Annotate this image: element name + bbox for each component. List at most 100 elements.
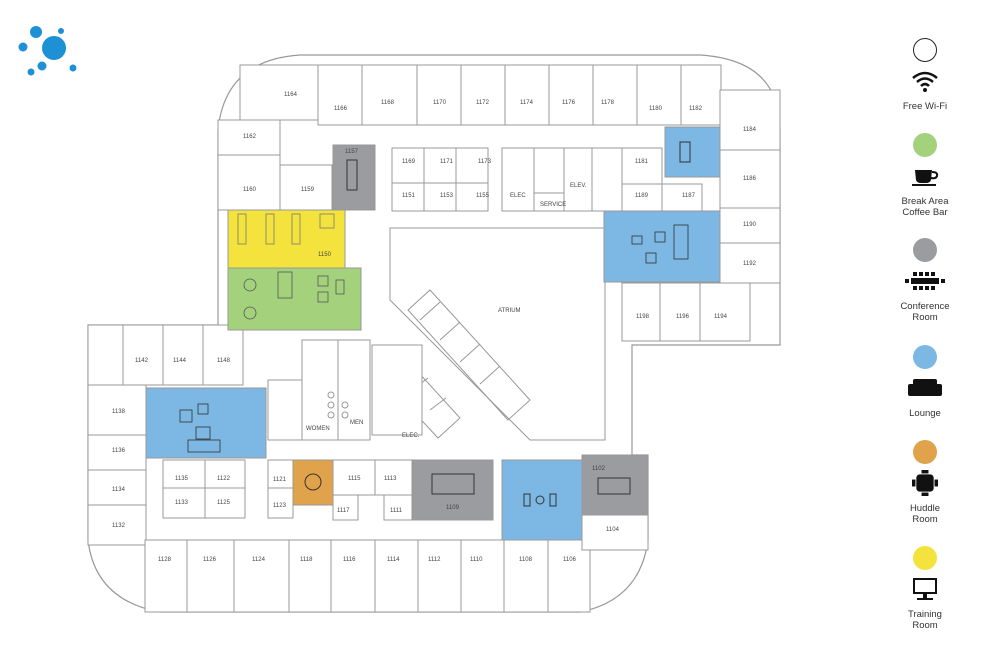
legend-conference-label-2: Room [912,312,938,323]
room-1157: 1157 [345,149,359,155]
room-1181: 1181 [635,159,649,165]
lounge-east [603,210,721,283]
legend-huddle: Huddle Room [880,440,970,525]
room-1182: 1182 [689,106,703,112]
legend-lounge: Lounge [880,345,970,419]
legend-conference: Conference Room [880,238,970,323]
room-1169: 1169 [402,159,416,165]
room-1106: 1106 [563,557,577,563]
room-1114: 1114 [387,557,400,563]
room-1123: 1123 [273,503,287,509]
elec-room-top: ELEC [510,193,526,199]
room-1160: 1160 [243,187,257,193]
training-room-1150 [227,209,346,269]
legend-wifi-label: Free Wi-Fi [902,101,948,112]
room-1126: 1126 [203,557,217,563]
room-1115: 1115 [348,476,361,482]
room-1153: 1153 [440,193,454,199]
womens-restroom: WOMEN [306,426,330,432]
room-1116: 1116 [343,557,356,563]
left-offices [87,324,413,546]
room-1166: 1166 [334,106,348,112]
break-area-swatch [913,133,937,157]
room-1135: 1135 [175,476,189,482]
room-1109: 1109 [446,505,460,511]
room-1159: 1159 [301,187,315,193]
huddle-room [292,459,334,506]
room-1173: 1173 [478,159,492,165]
room-1118: 1118 [300,557,313,563]
legend-wifi: Free Wi-Fi [880,38,970,112]
conference-swatch [913,238,937,262]
room-1178: 1178 [601,100,615,106]
elevator-label: ELEV. [570,183,587,189]
room-1138: 1138 [112,409,126,415]
lounge-south [501,459,583,541]
room-1113: 1113 [384,476,397,482]
conference-room-1109 [412,459,494,521]
room-1136: 1136 [112,448,126,454]
room-1117: 1117 [337,508,350,514]
room-1168: 1168 [381,100,395,106]
room-1184: 1184 [743,127,757,133]
room-1198: 1198 [636,314,650,320]
room-1148: 1148 [217,358,231,364]
legend-break-label-1: Break Area [901,196,949,207]
room-1187: 1187 [682,193,696,199]
training-swatch [913,546,937,570]
room-1128: 1128 [158,557,172,563]
room-1112: 1112 [428,557,441,563]
room-1122: 1122 [217,476,231,482]
elec-room-bottom: ELEC. [402,433,420,439]
room-1134: 1134 [112,487,126,493]
wifi-swatch [913,38,937,62]
restrooms [267,339,423,441]
lounge-west [145,387,267,459]
room-1144: 1144 [173,358,187,364]
conference-table-icon [905,272,945,290]
service-label: SERVICE [540,202,566,208]
room-1102: 1102 [592,466,606,472]
legend-break-area: Break Area Coffee Bar [880,133,970,218]
room-1192: 1192 [743,261,757,267]
room-1164: 1164 [284,92,298,98]
conference-room-1157 [332,144,376,211]
room-1171: 1171 [440,159,454,165]
room-1124: 1124 [252,557,266,563]
legend-training-label-1: Training [908,609,942,620]
room-1111: 1111 [390,508,403,514]
room-1110: 1110 [470,557,483,563]
top-offices [217,64,781,342]
legend-break-label-2: Coffee Bar [902,207,948,218]
break-area [227,267,362,331]
room-1186: 1186 [743,176,757,182]
wifi-icon [912,71,938,92]
lounge-1181 [664,126,721,178]
coffee-cup-icon [912,170,939,186]
monitor-icon [913,578,937,600]
atrium: ATRIUM [389,227,606,441]
lounge-swatch [913,345,937,369]
legend-lounge-label: Lounge [909,408,941,419]
mens-restroom: MEN [350,420,363,426]
legend-huddle-label-1: Huddle [909,503,941,514]
room-1155: 1155 [476,193,490,199]
legend-training: Training Room [880,546,970,631]
room-1189: 1189 [635,193,649,199]
atrium-label: ATRIUM [498,308,521,314]
room-1133: 1133 [175,500,189,506]
room-1104: 1104 [606,527,620,533]
room-1180: 1180 [649,106,663,112]
room-1150: 1150 [318,252,332,258]
room-1190: 1190 [743,222,757,228]
room-labels: 1164 1166 1168 1170 1172 1174 1176 1178 … [112,92,757,563]
legend-conference-label-1: Conference [900,301,950,312]
room-1174: 1174 [520,100,534,106]
room-1172: 1172 [476,100,490,106]
sofa-icon [908,379,942,396]
room-1170: 1170 [433,100,447,106]
room-1196: 1196 [676,314,690,320]
bottom-offices [144,514,649,613]
room-1194: 1194 [714,314,728,320]
